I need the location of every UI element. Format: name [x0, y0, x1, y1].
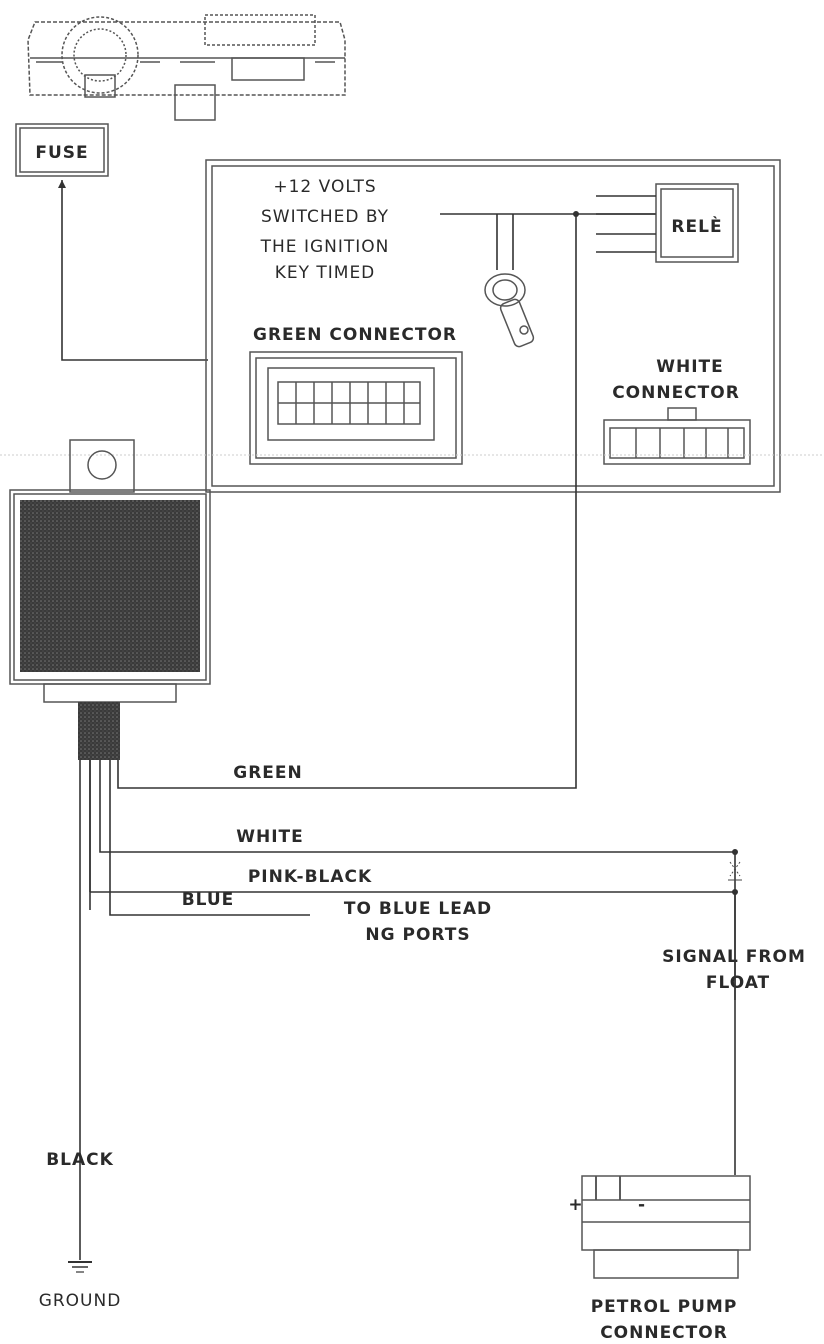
plus-label: + — [568, 1195, 583, 1215]
ignition-key-icon — [484, 273, 535, 348]
petrol-pump-label: PETROL PUMP — [591, 1297, 738, 1317]
fuse-box — [15, 123, 109, 177]
pink-black-wire-label: PINK-BLACK — [248, 867, 372, 887]
blue-wire — [109, 760, 310, 916]
control-module — [9, 439, 211, 760]
volts-label-line4: KEY TIMED — [275, 263, 376, 283]
green-connector-label: GREEN CONNECTOR — [253, 325, 457, 345]
white-wire-label: WHITE — [236, 827, 304, 847]
ground-symbol-icon — [68, 1261, 92, 1273]
white-connector-label-line2: CONNECTOR — [612, 383, 740, 403]
green-wire — [117, 214, 577, 789]
black-wire-label: BLACK — [46, 1150, 114, 1170]
signal-from-float-label: SIGNAL FROM — [662, 947, 806, 967]
ground-label: GROUND — [39, 1291, 122, 1311]
float-label: FLOAT — [706, 973, 770, 993]
volts-label-line3: THE IGNITION — [260, 237, 390, 257]
relay-box — [655, 183, 739, 263]
relay-label: RELÈ — [671, 215, 722, 237]
minus-label: - — [638, 1195, 646, 1215]
control-panel — [205, 159, 781, 493]
white-connector — [603, 407, 751, 465]
to-blue-lead-label: TO BLUE LEAD — [344, 899, 492, 919]
white-wire — [99, 760, 735, 853]
blue-wire-label: BLUE — [182, 890, 235, 910]
green-connector — [249, 351, 463, 465]
green-wire-label: GREEN — [233, 763, 303, 783]
volts-label-line1: +12 VOLTS — [273, 177, 376, 197]
volts-label-line2: SWITCHED BY — [261, 207, 389, 227]
fuse-label: FUSE — [35, 143, 88, 163]
dashboard-sketch — [27, 14, 346, 121]
fuse-wire — [61, 180, 208, 361]
white-connector-label-line1: WHITE — [656, 357, 724, 377]
petrol-pump-connector: + - — [568, 1175, 751, 1279]
connector-label: CONNECTOR — [600, 1323, 728, 1343]
pink-black-wire — [89, 760, 735, 910]
switch-symbol — [728, 861, 742, 881]
ng-ports-label: NG PORTS — [365, 925, 470, 945]
